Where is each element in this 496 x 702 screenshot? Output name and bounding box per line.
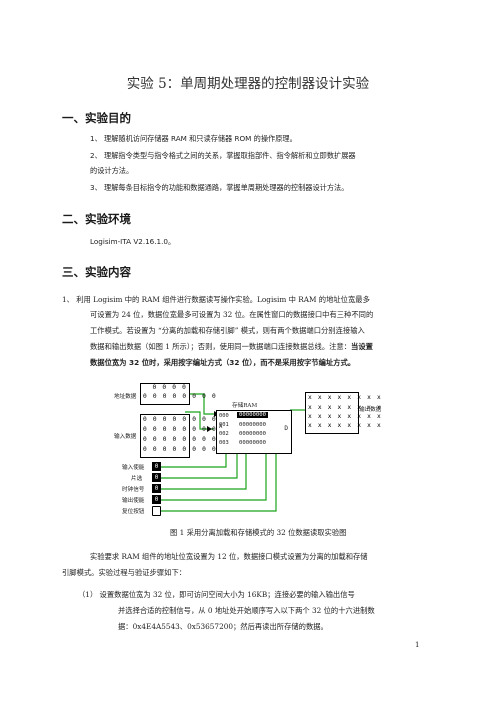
ram-port-d-out: D — [284, 425, 288, 432]
page-number: 1 — [415, 641, 420, 649]
list-item: 3、 理解每条目标指令的功能和数据通路，掌握单周期处理器的控制器设计方法。 — [90, 183, 349, 192]
ram-label: 存储RAM — [232, 403, 258, 409]
list-item: 的设计方法。 — [90, 166, 134, 175]
paragraph-line: 1、 利用 Logisim 中的 RAM 组件进行数据读写操作实验。Logisi… — [62, 295, 370, 304]
paragraph-line-bold: 数据位宽为 32 位时，采用按字编址方式（32 位），而不是采用按字节编址方式。 — [90, 358, 356, 367]
address-label: 地址数据 — [114, 394, 137, 400]
list-item: 2、 理解指令类型与指令格式之间的关系，掌握取指部件、指令解析和立即数扩展器 — [90, 151, 356, 160]
paragraph-line: 数据和输出数据（如图 1 所示）；否则，使用同一数据端口连接数据总线。注意：当设… — [90, 342, 373, 351]
step-line: （1） 设置数据位宽为 32 位，即可访问空间大小为 16KB；连接必要的输入输… — [78, 590, 355, 599]
step-line: 并选择合适的控制信号，从 0 地址处开始顺序写入以下两个 32 位的十六进制数 — [118, 606, 375, 615]
chip-select-pin[interactable]: 0 — [152, 473, 161, 482]
section-heading-content: 三、实验内容 — [62, 265, 131, 279]
control-label-output-enable: 输出使能 — [122, 498, 145, 504]
control-label-input-enable: 输入使能 — [122, 465, 145, 471]
paragraph-line: 可设置为 24 位，数据位宽最多可设置为 32 位。在属性窗口的数据接口中有三种… — [90, 310, 374, 319]
paragraph-line: 实验要求 RAM 组件的地址位宽设置为 12 位，数据接口模式设置为分离的加载和… — [90, 552, 368, 561]
control-label-reset: 复位按钮 — [122, 509, 145, 515]
list-item: 1、 理解随机访问存储器 RAM 和只读存储器 ROM 的操作原理。 — [90, 134, 297, 143]
section-heading-environment: 二、实验环境 — [62, 212, 131, 226]
ram-port-a: A — [219, 424, 223, 430]
control-label-chip-select: 片选 — [131, 476, 143, 482]
ram-component[interactable]: 000 001 002 003 00000000 00000000 000000… — [216, 410, 292, 454]
output-data-pin: x x x x x x x x x x x x x x x x x x x x … — [305, 392, 381, 434]
clock-pin[interactable]: 0 — [152, 484, 161, 493]
output-data-label: 输出数据 — [359, 407, 382, 413]
address-input-pin[interactable]: 0 0 0 0 0 0 0 0 0 0 0 0 — [140, 383, 216, 405]
paragraph-line: 引脚模式。实验过程与验证步骤如下： — [62, 568, 187, 577]
reset-button[interactable] — [152, 506, 161, 516]
output-enable-pin[interactable]: 0 — [152, 495, 161, 504]
page-title: 实验 5：单周期处理器的控制器设计实验 — [126, 76, 370, 92]
figure-caption: 图 1 采用分离加载和存储模式的 32 位数据读取实验图 — [170, 528, 347, 537]
section-heading-objectives: 一、实验目的 — [62, 111, 131, 125]
step-line: 据：0x4E4A5543、0x53657200；然后再读出所存储的数据。 — [118, 622, 328, 631]
control-label-clock: 时钟信号 — [122, 487, 145, 493]
input-enable-pin[interactable]: 0 — [152, 462, 161, 471]
paragraph-line: 工作模式。若设置为 “分离的加载和存储引脚” 模式，则有两个数据端口分别连接输入 — [90, 326, 365, 335]
environment-text: Logisim-ITA V2.16.1.0。 — [90, 237, 176, 246]
input-data-label: 输入数据 — [114, 434, 137, 440]
input-data-pin[interactable]: 0 0 0 0 0 0 0 0 0 0 0 0 0 0 0 0 0 0 0 0 … — [140, 414, 216, 458]
